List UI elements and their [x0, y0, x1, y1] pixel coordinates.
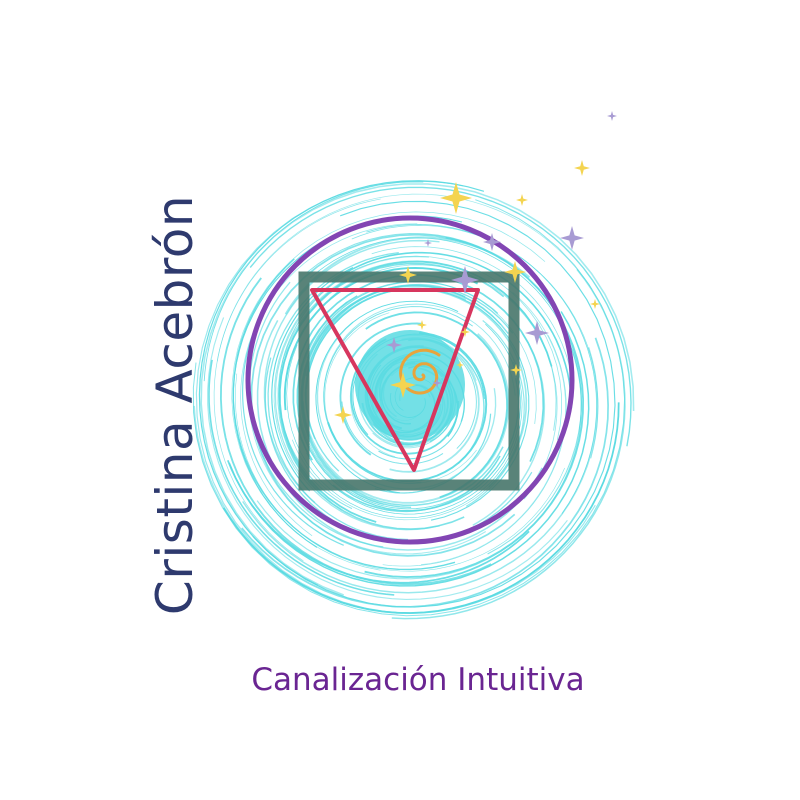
swirl-stroke	[232, 258, 456, 571]
swirl-stroke	[350, 338, 460, 455]
swirl-stroke	[366, 224, 597, 514]
sparkle-star-icon	[399, 266, 417, 284]
sparkle-star-icon	[456, 361, 464, 369]
swirl-stroke	[226, 459, 530, 584]
brand-tagline: Canalización Intuitiva	[251, 662, 585, 698]
swirl-stroke	[382, 335, 567, 567]
swirl-stroke	[301, 333, 510, 504]
swirl-stroke	[249, 186, 632, 447]
swirl-stroke	[339, 322, 423, 456]
swirl-stroke	[231, 211, 546, 571]
sparkle-star-icon	[504, 261, 526, 283]
sparkle-star-icon	[483, 233, 501, 251]
sparkle-star-icon	[460, 327, 470, 337]
swirl-stroke	[305, 288, 530, 521]
sparkle-star-icon	[574, 160, 590, 176]
sparkle-star-icon	[417, 320, 427, 330]
circle-ring-icon	[245, 215, 575, 545]
sparkle-star-icon	[525, 321, 549, 345]
sparkle-star-icon	[590, 299, 600, 309]
swirl-stroke	[219, 277, 492, 586]
sparkle-star-icon	[334, 406, 352, 424]
swirl-stroke	[207, 317, 568, 600]
swirl-icon	[192, 180, 635, 620]
sparkle-star-icon	[516, 194, 528, 206]
swirl-stroke	[241, 307, 344, 546]
sparkle-star-icon	[510, 364, 522, 376]
swirl-stroke	[315, 300, 459, 494]
swirl-stroke	[256, 320, 543, 551]
swirl-stroke	[278, 262, 505, 530]
sparkle-star-icon	[560, 226, 584, 250]
swirl-stroke	[263, 239, 440, 504]
swirl-stroke	[391, 268, 626, 620]
brand-name: Cristina Acebrón	[146, 194, 204, 616]
swirl-stroke	[200, 183, 635, 596]
swirl-stroke	[371, 246, 571, 369]
swirl-stroke	[242, 347, 599, 594]
swirl-stroke	[234, 373, 565, 572]
sparkle-star-icon	[386, 337, 402, 353]
swirl-stroke	[420, 291, 567, 566]
swirl-stroke	[364, 236, 585, 579]
spiral-icon	[399, 348, 441, 395]
swirl-stroke	[256, 323, 583, 580]
sparkle-star-icon	[432, 378, 442, 388]
swirl-stroke	[331, 251, 573, 409]
swirl-stroke	[208, 359, 395, 596]
swirl-stroke	[341, 401, 444, 465]
swirl-stroke	[240, 223, 418, 537]
swirl-stroke	[252, 200, 616, 608]
swirl-stroke	[228, 311, 590, 587]
swirl-stroke	[241, 337, 609, 608]
swirl-stroke	[305, 287, 528, 488]
triangle-icon	[310, 288, 480, 472]
swirl-stroke	[216, 193, 593, 362]
swirl-stroke	[323, 303, 516, 449]
sparkle-star-icon	[424, 239, 432, 247]
sparkle-star-icon	[390, 372, 416, 398]
swirl-stroke	[374, 413, 492, 494]
sparkle-star-icon	[440, 182, 472, 214]
sparkle-star-icon	[451, 266, 479, 294]
sparkle-star-icon	[607, 111, 617, 121]
sparkle-stars	[334, 111, 617, 424]
swirl-stroke	[193, 405, 506, 615]
